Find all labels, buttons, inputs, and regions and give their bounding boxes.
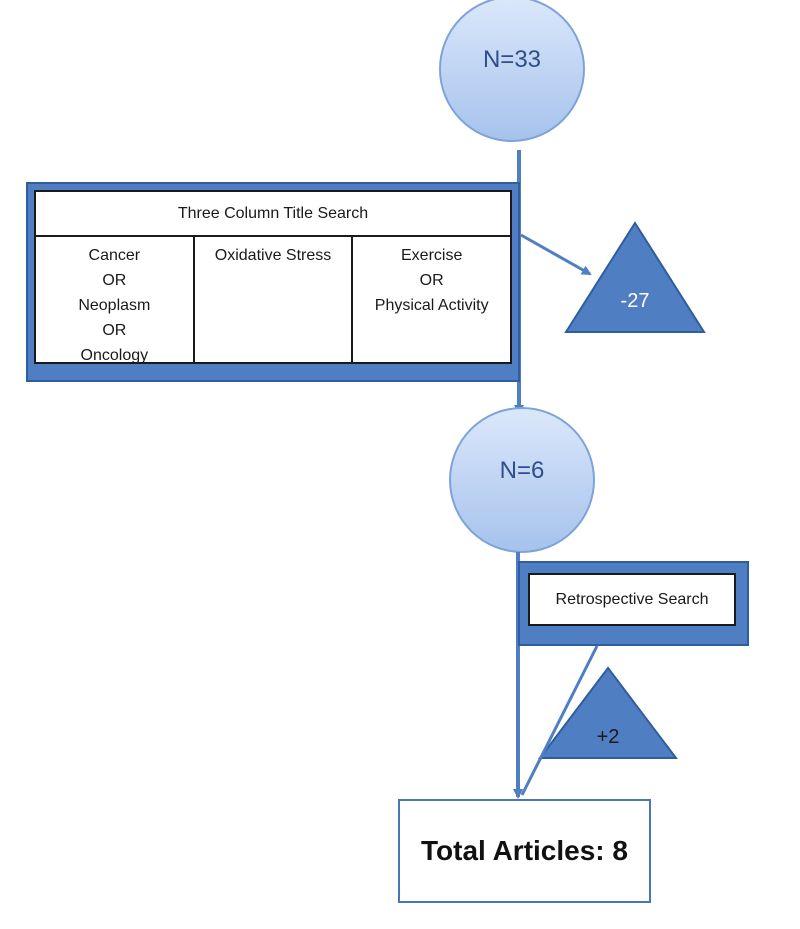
search-term: Physical Activity <box>374 297 489 314</box>
search-column-oxidative-stress: Oxidative Stress <box>192 237 352 362</box>
start-node-label: N=33 <box>482 45 542 73</box>
search-term: Oxidative Stress <box>214 247 332 264</box>
search-operator: OR <box>102 272 127 289</box>
added-label: +2 <box>596 726 620 748</box>
added-triangle <box>537 666 679 759</box>
excluded-triangle <box>564 221 706 333</box>
search-operator: OR <box>102 322 127 339</box>
connector-retro-to-total <box>520 645 599 796</box>
search-column-exercise: Exercise OR Physical Activity <box>351 237 510 362</box>
search-column-cancer: Cancer OR Neoplasm OR Oncology <box>36 237 193 364</box>
retrospective-search-box: Retrospective Search <box>528 573 736 626</box>
search-term: Cancer <box>88 247 141 264</box>
connector-to-excluded <box>520 233 592 276</box>
search-term: Exercise <box>401 247 463 264</box>
search-operator: OR <box>419 272 444 289</box>
n6-node-circle <box>449 407 595 553</box>
n6-node-label: N=6 <box>499 456 545 484</box>
total-articles-box: Total Articles: 8 <box>398 799 651 903</box>
start-node-circle <box>439 0 585 142</box>
title-search-heading: Three Column Title Search <box>36 192 510 237</box>
search-term: Neoplasm <box>78 297 151 314</box>
search-term: Oncology <box>80 347 149 364</box>
excluded-label: -27 <box>620 290 650 312</box>
title-search-table: Three Column Title Search Cancer OR Neop… <box>34 190 512 364</box>
